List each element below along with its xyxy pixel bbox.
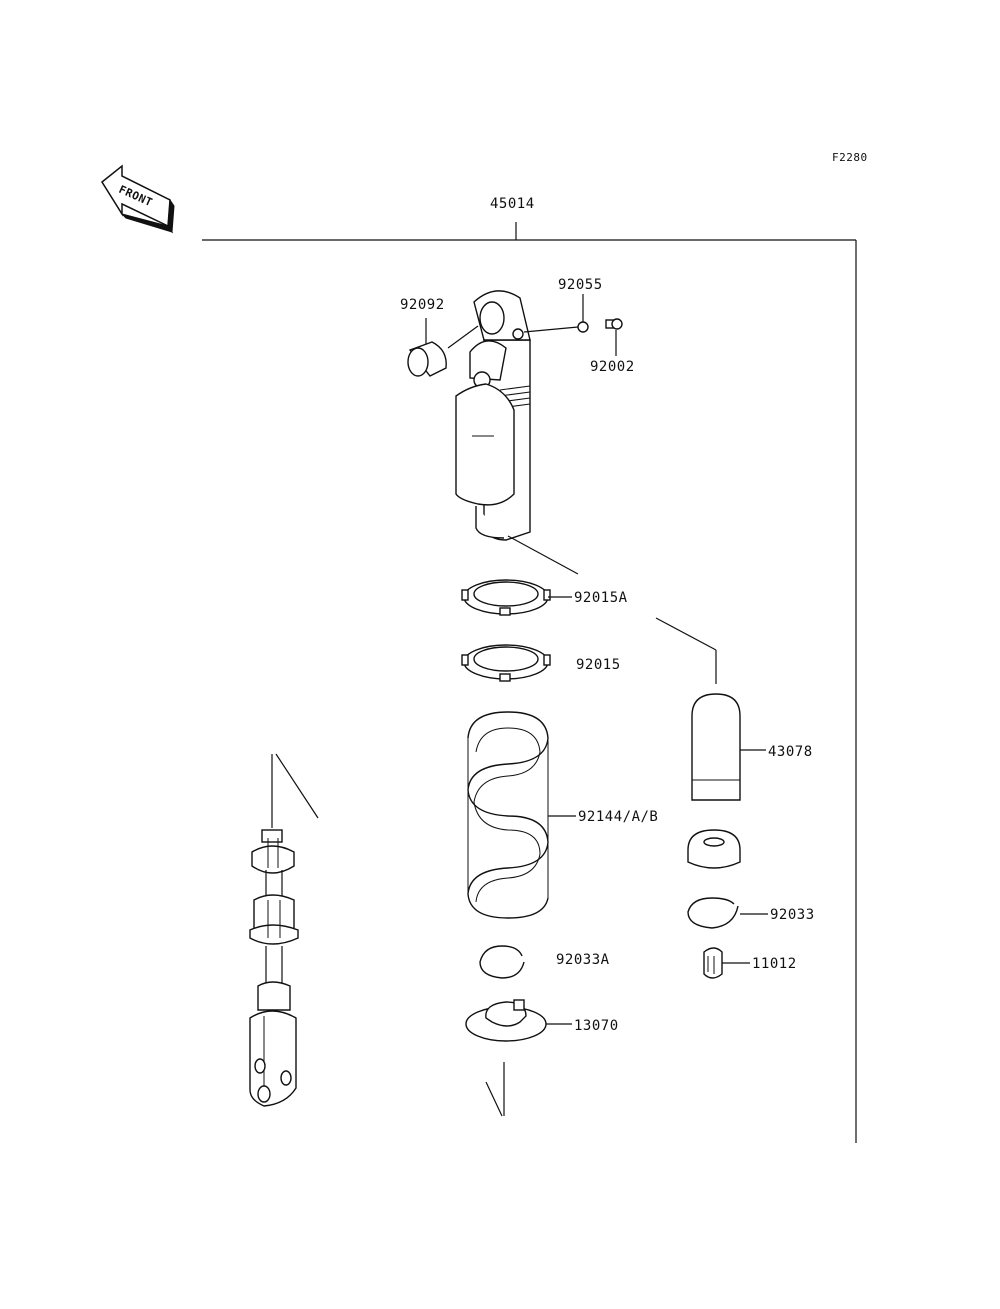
oring-part bbox=[577, 321, 589, 333]
label-11012: 11012 bbox=[752, 956, 797, 972]
locknut-upper-part bbox=[461, 579, 551, 616]
assembly-bracket bbox=[202, 222, 857, 1143]
bushing-part bbox=[407, 341, 447, 377]
label-92002: 92002 bbox=[590, 359, 635, 375]
label-92015: 92015 bbox=[576, 657, 621, 673]
reservoir-bladder-part bbox=[691, 693, 741, 801]
valve-cap-part bbox=[703, 947, 723, 979]
label-43078: 43078 bbox=[768, 744, 813, 760]
circlip-right-part bbox=[687, 897, 739, 929]
bleed-screw-part bbox=[605, 318, 623, 330]
label-92033A: 92033A bbox=[556, 952, 610, 968]
label-92092: 92092 bbox=[400, 297, 445, 313]
spring-part bbox=[467, 711, 549, 919]
figure-code: F2280 bbox=[832, 151, 868, 164]
label-92055: 92055 bbox=[558, 277, 603, 293]
front-arrow-icon: FRONT bbox=[101, 164, 175, 234]
damper-rod-part bbox=[249, 753, 319, 1107]
label-13070: 13070 bbox=[574, 1018, 619, 1034]
label-92144: 92144/A/B bbox=[578, 809, 658, 825]
reservoir-cap-part bbox=[687, 829, 741, 869]
label-92015A: 92015A bbox=[574, 590, 628, 606]
locknut-lower-part bbox=[461, 644, 551, 682]
circlip-center-part bbox=[479, 945, 525, 979]
label-92033: 92033 bbox=[770, 907, 815, 923]
spring-guide-part bbox=[465, 999, 547, 1042]
shock-body bbox=[455, 290, 531, 541]
label-45014: 45014 bbox=[490, 196, 535, 212]
